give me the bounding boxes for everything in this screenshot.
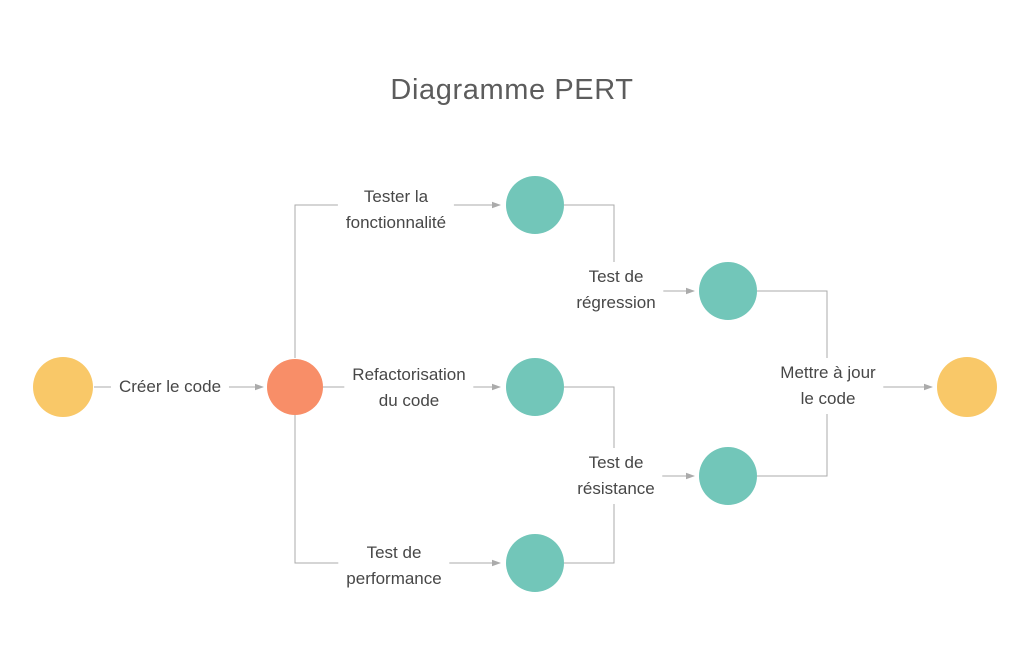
label-performance-test: Test de performance <box>338 538 450 594</box>
resistance-tested-node <box>699 447 757 505</box>
code-refactored-node <box>506 358 564 416</box>
regression-tested-node <box>699 262 757 320</box>
label-create-code: Créer le code <box>110 372 230 402</box>
code-created-node <box>267 359 323 415</box>
label-regression-test: Test de régression <box>568 262 664 318</box>
label-test-functionality: Tester la fonctionnalité <box>337 182 455 238</box>
edge-resistance-to-update-junction <box>757 388 828 477</box>
label-resistance-test: Test de résistance <box>569 448 663 504</box>
functionality-tested-node <box>506 176 564 234</box>
start-node <box>33 357 93 417</box>
label-update-code: Mettre à jour le code <box>772 358 884 414</box>
label-refactor-code: Refactorisation du code <box>344 360 474 416</box>
performance-tested-node <box>506 534 564 592</box>
edge-performance-to-resistance-junction <box>564 477 615 564</box>
end-node <box>937 357 997 417</box>
diagram-title: Diagramme PERT <box>390 74 634 106</box>
